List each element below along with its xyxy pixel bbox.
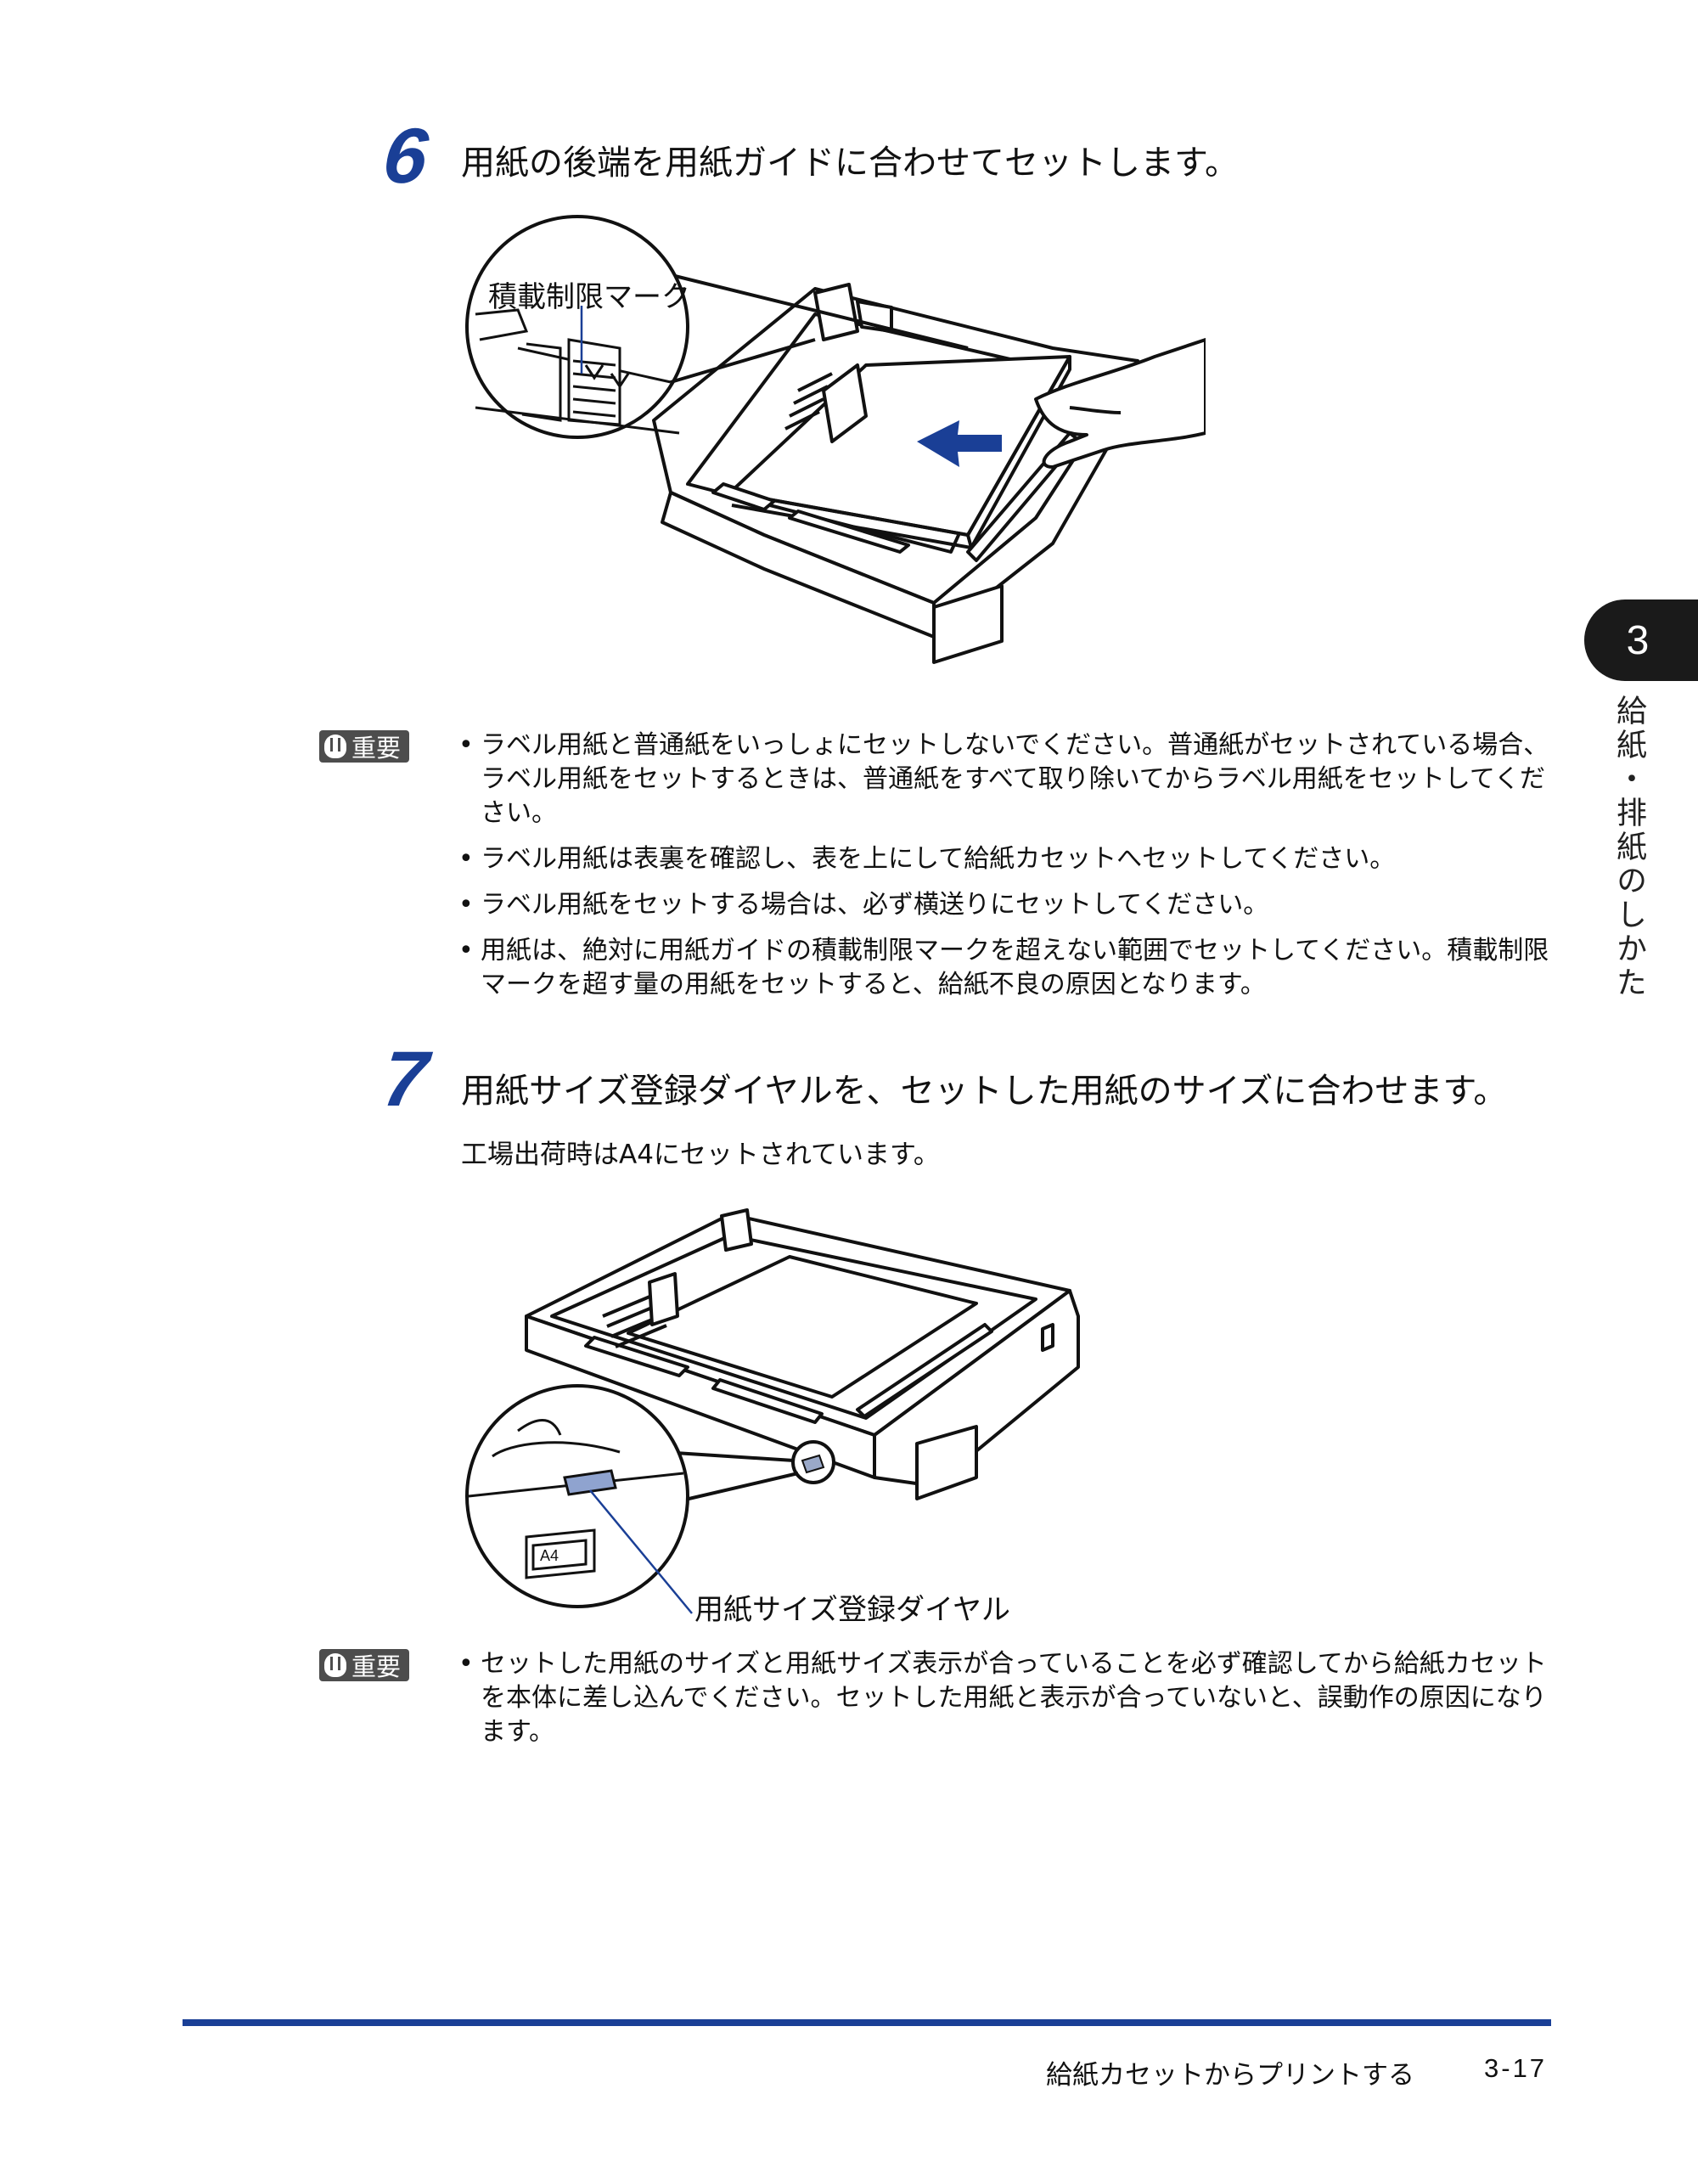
important-badge-1-label: 重要 <box>351 734 402 763</box>
step-7-subtitle: 工場出荷時はA4にセットされています。 <box>461 1140 940 1170</box>
important-notes-1: ラベル用紙と普通紙をいっしょにセットしないでください。普通紙がセットされている場… <box>458 729 1554 1014</box>
important-badge-2: 重要 <box>319 1649 410 1681</box>
chapter-tab-label: 給紙・排紙のしかた <box>1611 695 1646 1000</box>
size-dial-label: 用紙サイズ登録ダイヤル <box>694 1593 1010 1627</box>
dial-a4-text: A4 <box>540 1547 559 1564</box>
note-item: ラベル用紙と普通紙をいっしょにセットしないでください。普通紙がセットされている場… <box>458 729 1554 830</box>
hand-icon <box>324 735 346 758</box>
page-number: 3-17 <box>1484 2053 1548 2083</box>
chapter-tab: 3 <box>1584 599 1698 681</box>
important-notes-2: セットした用紙のサイズと用紙サイズ表示が合っていることを必ず確認してから給紙カセ… <box>458 1647 1554 1761</box>
footer-section-title: 給紙カセットからプリントする <box>1046 2060 1414 2091</box>
step-6-title: 用紙の後端を用紙ガイドに合わせてセットします。 <box>461 144 1239 183</box>
note-item: 用紙は、絶対に用紙ガイドの積載制限マークを超えない範囲でセットしてください。積載… <box>458 934 1554 1002</box>
note-item: セットした用紙のサイズと用紙サイズ表示が合っていることを必ず確認してから給紙カセ… <box>458 1647 1554 1749</box>
stack-limit-mark-label: 積載制限マーク <box>488 280 690 314</box>
hand-icon <box>324 1653 346 1677</box>
note-item: ラベル用紙は表裏を確認し、表を上にして給紙カセットへセットしてください。 <box>458 842 1554 876</box>
note-item: ラベル用紙をセットする場合は、必ず横送りにセットしてください。 <box>458 888 1554 922</box>
footer-rule <box>183 2019 1551 2026</box>
important-badge-1: 重要 <box>319 730 410 763</box>
paper-cassette-figure-1 <box>465 215 1206 664</box>
step-6-number: 6 <box>379 113 432 200</box>
step-7-number: 7 <box>379 1036 432 1123</box>
paper-cassette-figure-2: A4 <box>465 1208 1080 1614</box>
important-badge-2-label: 重要 <box>351 1652 402 1681</box>
step-7-title: 用紙サイズ登録ダイヤルを、セットした用紙のサイズに合わせます。 <box>461 1072 1508 1111</box>
